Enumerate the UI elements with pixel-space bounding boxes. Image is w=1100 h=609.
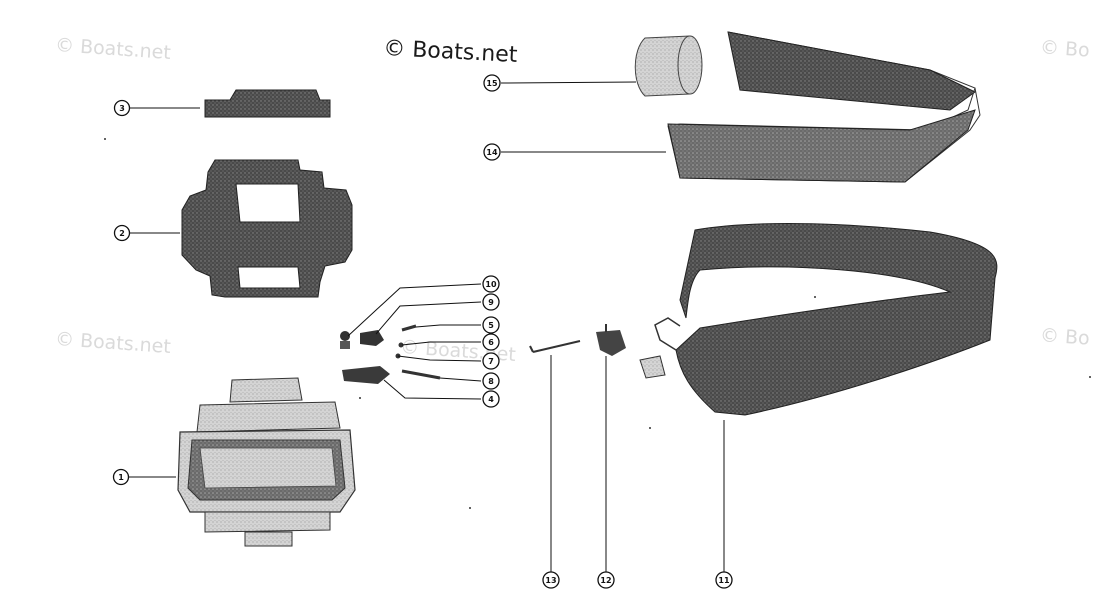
svg-text:14: 14 bbox=[486, 148, 498, 157]
part-12-clip bbox=[596, 324, 626, 356]
part-15-cylinder bbox=[634, 35, 703, 97]
hardware-cluster bbox=[340, 324, 441, 384]
svg-text:7: 7 bbox=[488, 357, 494, 366]
callout-4: 4 bbox=[482, 390, 500, 408]
callout-9: 9 bbox=[482, 293, 500, 311]
callout-1: 1 bbox=[112, 468, 130, 486]
leader-lines bbox=[129, 81, 725, 572]
svg-text:11: 11 bbox=[718, 576, 730, 585]
callout-7: 7 bbox=[482, 352, 500, 370]
callout-2: 2 bbox=[113, 224, 131, 242]
svg-text:6: 6 bbox=[488, 338, 494, 347]
callout-5: 5 bbox=[482, 316, 500, 334]
specks bbox=[104, 138, 1091, 509]
callout-15: 15 bbox=[483, 74, 501, 92]
callout-6: 6 bbox=[482, 333, 500, 351]
svg-text:15: 15 bbox=[486, 79, 498, 88]
svg-text:3: 3 bbox=[119, 104, 125, 113]
svg-text:12: 12 bbox=[600, 576, 611, 585]
callout-8: 8 bbox=[482, 372, 500, 390]
svg-text:4: 4 bbox=[488, 395, 494, 404]
part-3-pad bbox=[204, 89, 331, 118]
svg-text:9: 9 bbox=[488, 298, 494, 307]
callout-13: 13 bbox=[542, 571, 560, 589]
svg-text:2: 2 bbox=[119, 229, 125, 238]
part-1-housing bbox=[177, 377, 356, 547]
callout-11: 11 bbox=[715, 571, 733, 589]
callout-3: 3 bbox=[113, 99, 131, 117]
svg-text:13: 13 bbox=[545, 576, 556, 585]
svg-text:10: 10 bbox=[485, 280, 497, 289]
callout-12: 12 bbox=[597, 571, 615, 589]
callout-10: 10 bbox=[482, 275, 500, 293]
part-13-rod bbox=[529, 340, 581, 353]
part-11-cowl bbox=[639, 223, 998, 416]
svg-text:8: 8 bbox=[488, 377, 494, 386]
svg-text:1: 1 bbox=[118, 473, 124, 482]
callout-14: 14 bbox=[483, 143, 501, 161]
part-2-gasket bbox=[181, 159, 353, 298]
svg-text:5: 5 bbox=[488, 321, 494, 330]
part-14-band bbox=[667, 31, 981, 183]
